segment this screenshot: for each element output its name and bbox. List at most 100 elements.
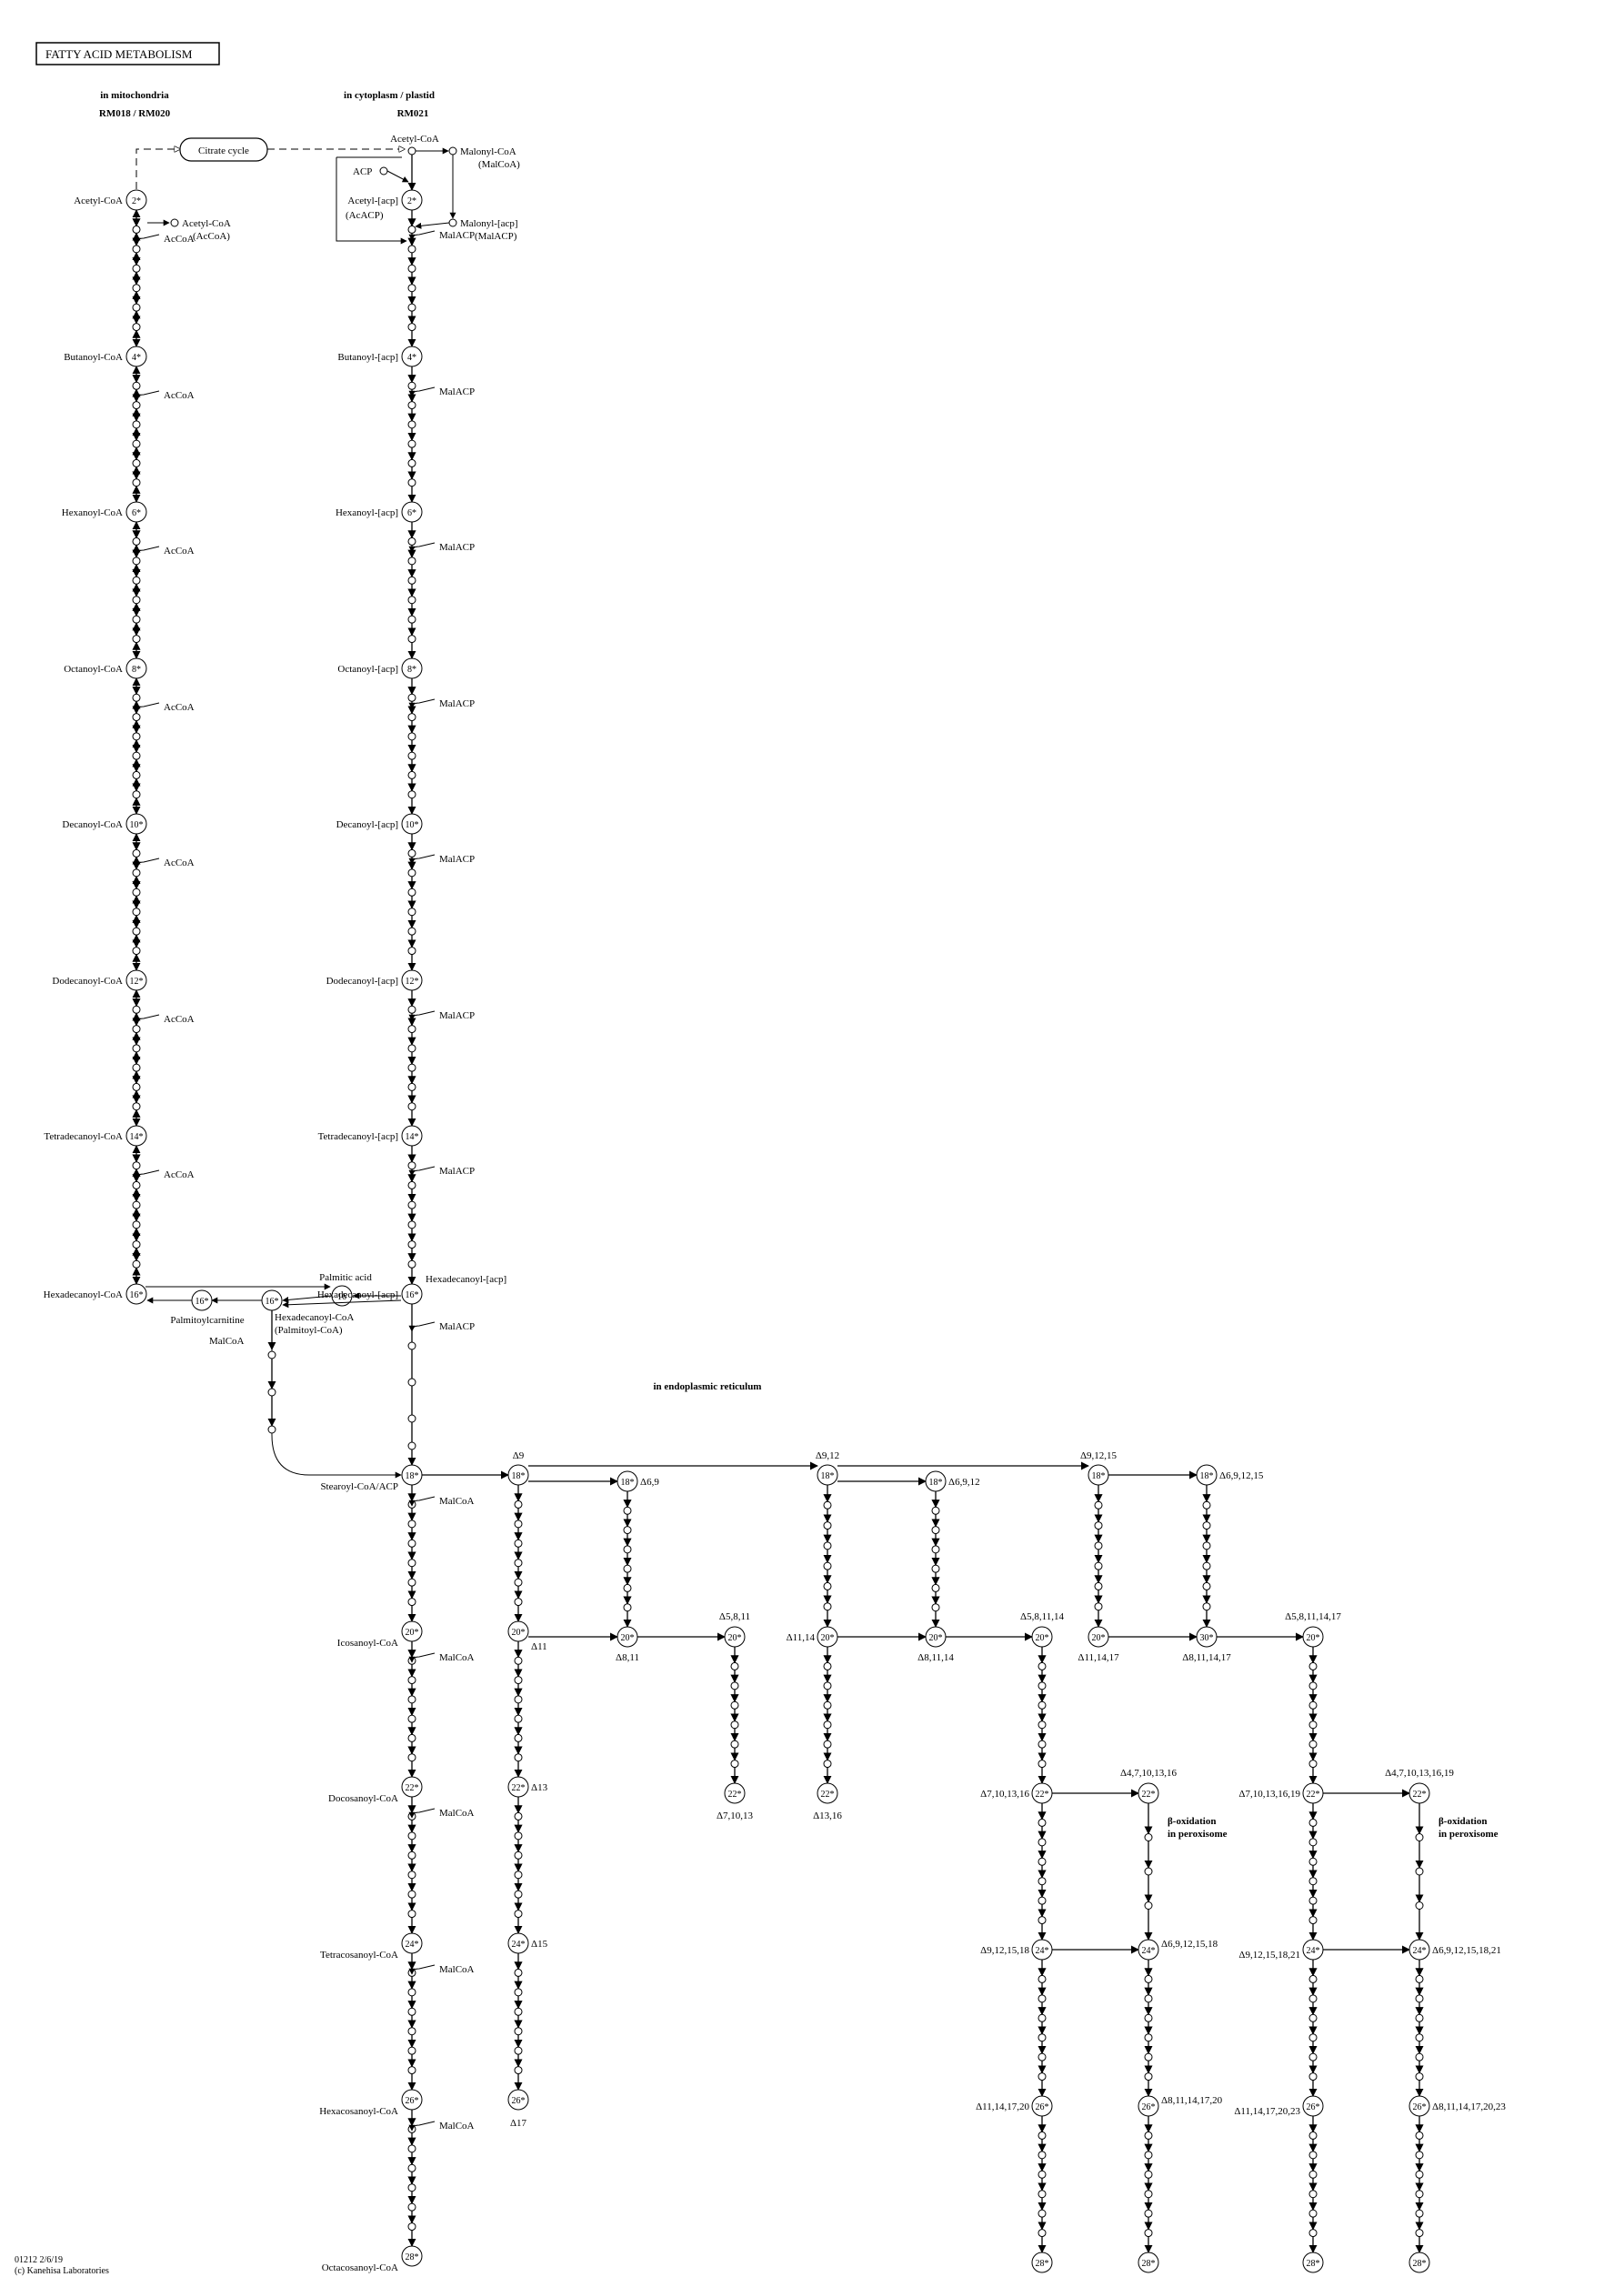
d912-col-chain-intermediate[interactable] [823, 1541, 832, 1550]
d581114-col-chain-intermediate[interactable] [1038, 1700, 1047, 1710]
d9-col-chain-intermediate[interactable] [514, 1831, 523, 1841]
mito-chain-intermediate[interactable] [132, 693, 141, 702]
d9-col-chain-intermediate[interactable] [514, 2066, 523, 2075]
mito-chain-intermediate[interactable] [132, 908, 141, 917]
d581114-col-chain-intermediate[interactable] [1038, 1974, 1047, 1983]
cyto-chain-intermediate[interactable] [407, 458, 416, 467]
er-chain-intermediate[interactable] [407, 2202, 416, 2212]
d58111417-col-chain-intermediate[interactable] [1308, 1700, 1318, 1710]
d581114-col-node[interactable] [1031, 2252, 1053, 2273]
mito-chain-intermediate[interactable] [132, 381, 141, 390]
d5811-col-node[interactable] [724, 1782, 746, 1804]
d58111417-col-chain-intermediate[interactable] [1308, 1974, 1318, 1983]
d58111417-col-chain-intermediate[interactable] [1308, 1857, 1318, 1866]
d9-col-chain-intermediate[interactable] [514, 1714, 523, 1723]
d9-col-chain-intermediate[interactable] [514, 1811, 523, 1821]
d58111417-col-chain-intermediate[interactable] [1308, 2170, 1318, 2179]
d69121518-beta-intermediate[interactable] [1144, 1901, 1153, 1910]
d5811-col-chain-intermediate[interactable] [730, 1720, 739, 1730]
cyto-chain-intermediate[interactable] [407, 1044, 416, 1053]
d58111417-col-chain-intermediate[interactable] [1308, 1896, 1318, 1905]
cyto-chain-intermediate[interactable] [407, 848, 416, 858]
d9-col-chain-intermediate[interactable] [514, 1851, 523, 1860]
d581114-col-chain-intermediate[interactable] [1038, 1740, 1047, 1749]
d58111417-col-chain-intermediate[interactable] [1308, 2229, 1318, 2238]
cyto-chain-intermediate[interactable] [407, 635, 416, 644]
cyto-chain-intermediate[interactable] [407, 888, 416, 897]
d58111417-col-chain-intermediate[interactable] [1308, 1818, 1318, 1827]
d91215-col-chain-intermediate[interactable] [1094, 1561, 1103, 1570]
cyto-chain-intermediate[interactable] [407, 615, 416, 624]
mito-chain-intermediate[interactable] [132, 323, 141, 332]
cyto-chain-intermediate[interactable] [407, 303, 416, 312]
d9-col-chain-intermediate[interactable] [514, 1676, 523, 1685]
er-chain-intermediate[interactable] [407, 1753, 416, 1762]
d58111417-col-chain-intermediate[interactable] [1308, 2033, 1318, 2042]
mito-chain-intermediate[interactable] [132, 401, 141, 410]
d9-col-chain-intermediate[interactable] [514, 1539, 523, 1548]
acp-node[interactable] [379, 166, 388, 176]
cyto-chain-intermediate[interactable] [407, 284, 416, 293]
cyto-chain-intermediate[interactable] [407, 1220, 416, 1229]
d58111417-col-chain-intermediate[interactable] [1308, 2209, 1318, 2218]
d69-col-chain-intermediate[interactable] [623, 1603, 632, 1612]
cyto-chain-intermediate[interactable] [407, 439, 416, 448]
d9-col-node[interactable] [507, 2089, 529, 2111]
cyto-chain-intermediate[interactable] [407, 420, 416, 429]
d6912151821-beta-intermediate[interactable] [1415, 1833, 1424, 1841]
d6912151821-col-chain-intermediate[interactable] [1415, 2229, 1424, 2238]
mito-chain-intermediate[interactable] [132, 225, 141, 234]
er-chain-intermediate[interactable] [407, 2027, 416, 2036]
mito-chain-intermediate[interactable] [132, 1025, 141, 1034]
d9-col-chain-intermediate[interactable] [514, 1656, 523, 1665]
mito-chain-intermediate[interactable] [132, 848, 141, 858]
d6912151821-col-chain-intermediate[interactable] [1415, 2072, 1424, 2081]
d581114-col-chain-intermediate[interactable] [1038, 1916, 1047, 1925]
cyto-chain-intermediate[interactable] [407, 478, 416, 487]
er-chain-intermediate[interactable] [407, 1733, 416, 1742]
cyto-chain-intermediate[interactable] [407, 537, 416, 546]
d9-col-chain-intermediate[interactable] [514, 1988, 523, 1997]
d69-col-chain-intermediate[interactable] [623, 1526, 632, 1535]
cyto-chain-intermediate[interactable] [407, 732, 416, 741]
d9-col-chain-intermediate[interactable] [514, 1968, 523, 1977]
d581114-col-chain-intermediate[interactable] [1038, 2052, 1047, 2061]
d6912151821-col-chain-intermediate[interactable] [1415, 2131, 1424, 2140]
malonyl-acp-node[interactable] [448, 218, 457, 227]
d9-col-chain-intermediate[interactable] [514, 1871, 523, 1880]
cyto-chain-intermediate[interactable] [407, 245, 416, 254]
d581114-col-chain-intermediate[interactable] [1038, 2170, 1047, 2179]
mito-chain-intermediate[interactable] [132, 1161, 141, 1170]
cyto-intermediate[interactable] [407, 1441, 416, 1450]
d69121518-col-chain-intermediate[interactable] [1144, 1974, 1153, 1983]
d691215-col-chain-intermediate[interactable] [1202, 1602, 1211, 1611]
d58111417-col-chain-intermediate[interactable] [1308, 2190, 1318, 2199]
d912-col-chain-intermediate[interactable] [823, 1602, 832, 1611]
er-node-5[interactable] [401, 2245, 423, 2267]
d581114-col-chain-intermediate[interactable] [1038, 2190, 1047, 2199]
mito-chain-intermediate[interactable] [132, 888, 141, 897]
mito-chain-intermediate[interactable] [132, 713, 141, 722]
d581114-col-chain-intermediate[interactable] [1038, 2229, 1047, 2238]
d58111417-col-chain-intermediate[interactable] [1308, 1760, 1318, 1769]
d581114-col-chain-intermediate[interactable] [1038, 2033, 1047, 2042]
d69121518-col-chain-intermediate[interactable] [1144, 2209, 1153, 2218]
d69121518-beta-intermediate[interactable] [1144, 1833, 1153, 1841]
cyto-chain-intermediate[interactable] [407, 1240, 416, 1249]
carnitine-node[interactable] [191, 1289, 213, 1311]
mito-chain-intermediate[interactable] [132, 478, 141, 487]
cyto-chain-intermediate[interactable] [407, 908, 416, 917]
d581114-col-chain-intermediate[interactable] [1038, 1818, 1047, 1827]
mito-chain-intermediate[interactable] [132, 868, 141, 878]
d912-col-chain-intermediate[interactable] [823, 1720, 832, 1730]
er-chain-intermediate[interactable] [407, 2163, 416, 2172]
er-chain-intermediate[interactable] [407, 1910, 416, 1919]
d6912151821-beta-intermediate[interactable] [1415, 1901, 1424, 1910]
cyto-intermediate[interactable] [407, 1378, 416, 1387]
er-chain-intermediate[interactable] [407, 1988, 416, 1997]
mito-chain-intermediate[interactable] [132, 576, 141, 585]
mito-chain-intermediate[interactable] [132, 557, 141, 566]
d912-col-chain-intermediate[interactable] [823, 1581, 832, 1590]
cyto-chain-intermediate[interactable] [407, 790, 416, 799]
d9-col-chain-intermediate[interactable] [514, 1910, 523, 1919]
